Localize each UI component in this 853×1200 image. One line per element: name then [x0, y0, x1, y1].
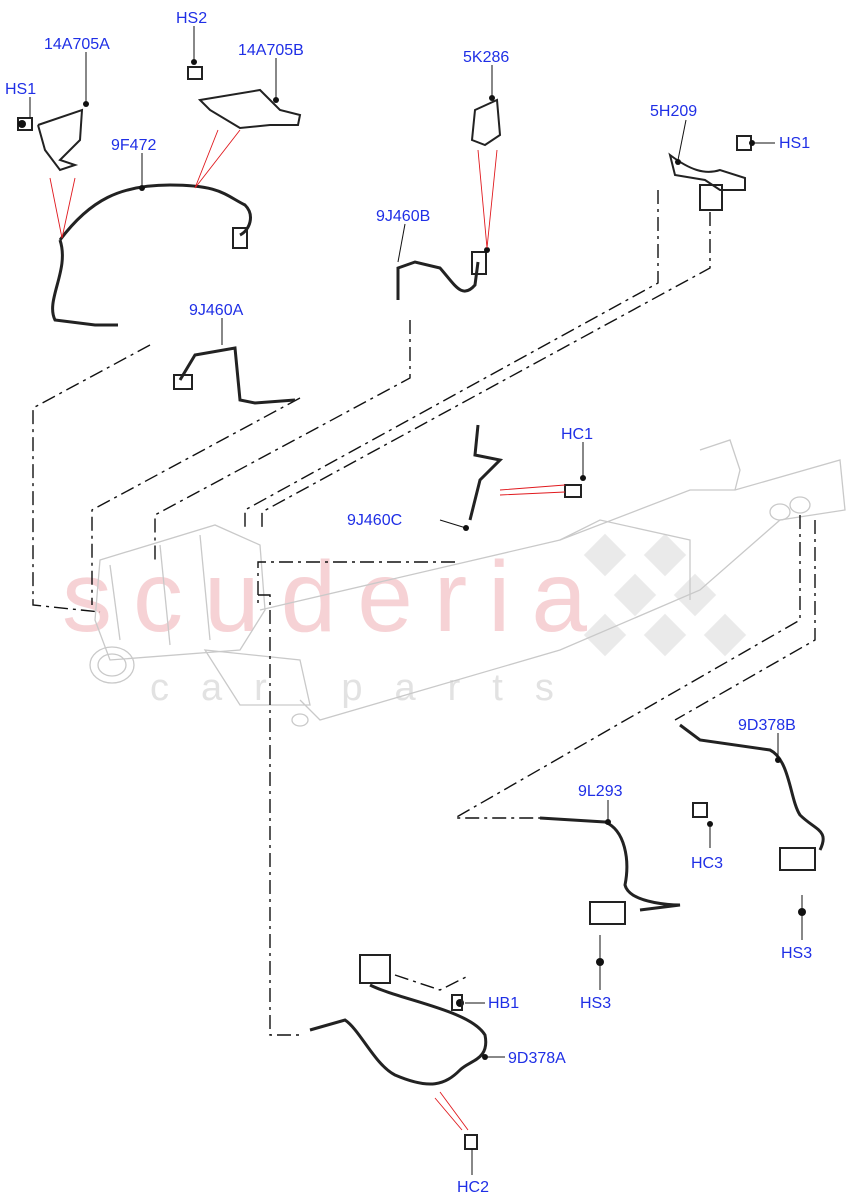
sensor-9D378B — [679, 723, 825, 871]
bolt-HB1 — [451, 994, 464, 1011]
sensor-9J460B — [396, 247, 490, 300]
bolt-HS3-mid — [596, 935, 604, 985]
label-9J460A: 9J460A — [189, 302, 244, 319]
clip-HC2 — [464, 1134, 478, 1150]
label-9D378B: 9D378B — [738, 717, 796, 734]
bolt-HS3-right — [798, 895, 806, 935]
clip-HC3 — [692, 802, 713, 827]
watermark-car-parts: car parts — [150, 667, 586, 709]
label-HB1: HB1 — [488, 995, 519, 1012]
bracket-14A705A — [37, 101, 89, 172]
label-9D378A: 9D378A — [508, 1050, 566, 1067]
label-9J460B: 9J460B — [376, 208, 430, 225]
clip-5K286 — [470, 95, 502, 147]
label-5K286: 5K286 — [463, 49, 509, 66]
callout-leaders — [49, 129, 566, 1131]
label-HS3-mid: HS3 — [580, 995, 611, 1012]
bracket-5H209 — [668, 152, 746, 211]
part-labels: 14A705A HS2 14A705B HS1 9F472 5K286 5H20… — [5, 10, 812, 1196]
bolt-HS1-left — [17, 117, 33, 131]
sensor-9J460A — [173, 346, 296, 405]
label-5H209: 5H209 — [650, 103, 697, 120]
label-HS1-left: HS1 — [5, 81, 36, 98]
leader-lines — [29, 26, 803, 1175]
label-14A705A: 14A705A — [44, 36, 110, 53]
sensor-9F472 — [51, 183, 252, 327]
clip-HC1 — [564, 475, 586, 498]
label-HC3: HC3 — [691, 855, 723, 872]
sensor-9J460C — [463, 424, 504, 531]
label-HS3-right: HS3 — [781, 945, 812, 962]
bolt-HS1-right — [736, 135, 755, 151]
label-14A705B: 14A705B — [238, 42, 304, 59]
exhaust-assembly-ghost — [89, 439, 846, 727]
sensor-9L293 — [539, 816, 681, 925]
label-HC1: HC1 — [561, 426, 593, 443]
label-HS1-right: HS1 — [779, 135, 810, 152]
bracket-14A705B — [197, 88, 302, 130]
connection-lines — [32, 190, 816, 1036]
label-9J460C: 9J460C — [347, 512, 402, 529]
sensor-9D378A — [309, 954, 488, 1086]
bolt-HS2 — [187, 59, 203, 80]
watermark-scuderia: scuderia — [62, 541, 587, 653]
label-HS2: HS2 — [176, 10, 207, 27]
label-9F472: 9F472 — [111, 137, 156, 154]
watermark-checker — [583, 533, 747, 657]
label-HC2: HC2 — [457, 1179, 489, 1196]
label-9L293: 9L293 — [578, 783, 623, 800]
